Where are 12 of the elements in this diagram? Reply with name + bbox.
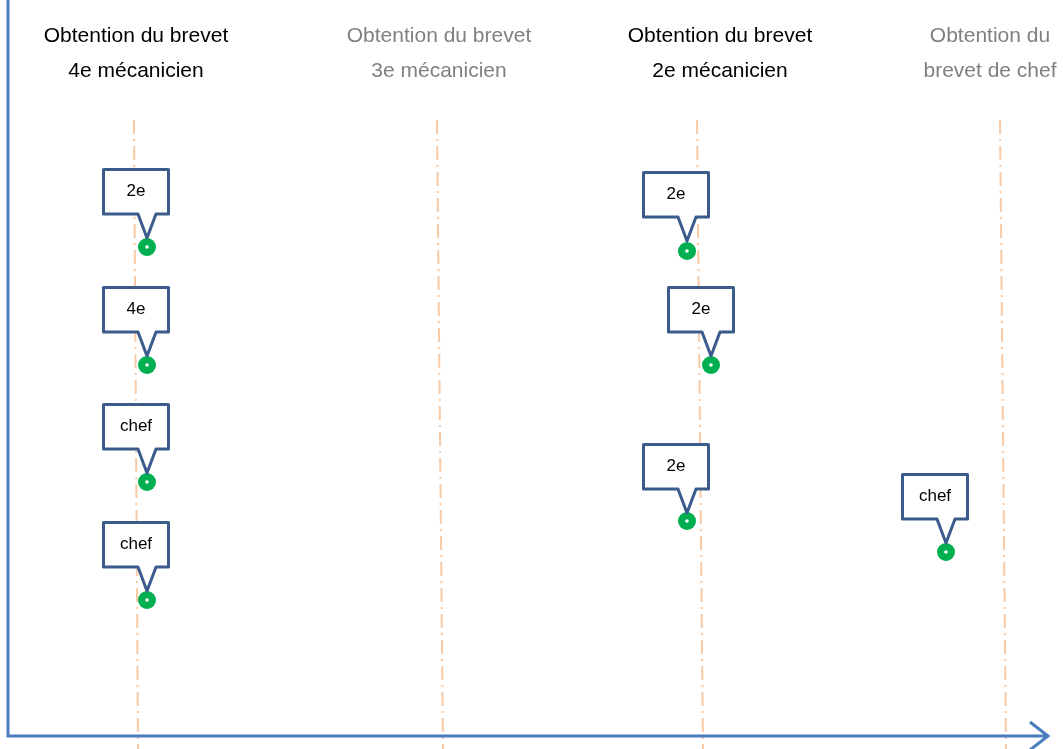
callout-bubble: 2e [102,168,170,240]
callout-bubble: 2e [642,443,710,515]
callout-bubble: 2e [667,286,735,358]
column-heading: Obtention du brevet 3e mécanicien [345,22,533,83]
callout-bubble: 2e [642,171,710,243]
callout-bubble: chef [102,403,170,475]
callout-bubble: 4e [102,286,170,358]
callout-bubble: chef [102,521,170,593]
callout-bubble: chef [901,473,969,545]
column-heading: Obtention du brevet 4e mécanicien [42,22,230,83]
column-heading: Obtention du brevet de chef [922,22,1058,83]
column-heading: Obtention du brevet 2e mécanicien [626,22,814,83]
